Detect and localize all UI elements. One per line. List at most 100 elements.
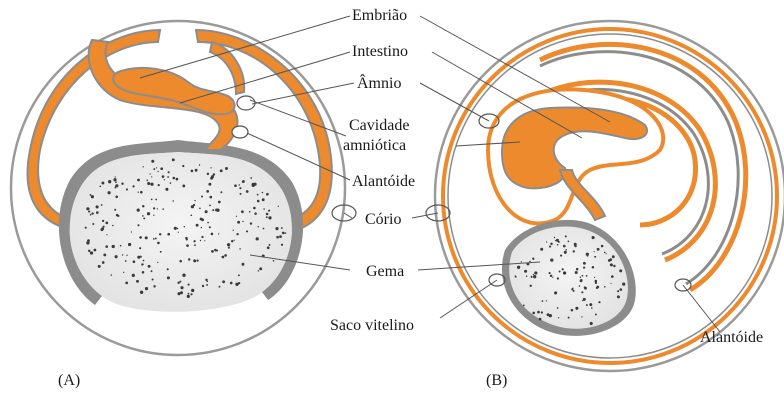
yolk-dot (523, 305, 525, 307)
yolk-dot (563, 271, 566, 274)
yolk-dot (194, 200, 195, 201)
yolk-dot (208, 183, 211, 186)
yolk-dot (201, 195, 203, 197)
yolk-dot (550, 243, 552, 245)
yolk-dot (123, 272, 124, 273)
yolk-dot (591, 307, 593, 309)
yolk-dot (178, 232, 179, 233)
yolk-dot (573, 250, 575, 252)
yolk-dot (153, 168, 155, 170)
label-intestino: Intestino (352, 44, 408, 60)
yolk-dot (150, 183, 153, 186)
panel-label-b: (B) (486, 372, 507, 390)
yolk-dot (273, 260, 275, 262)
yolk-dot (206, 284, 208, 286)
yolk-dot (155, 237, 157, 239)
yolk-dot (205, 279, 207, 281)
yolk-dot (143, 217, 145, 219)
yolk-dot (552, 277, 553, 278)
yolk-dot (138, 192, 139, 193)
allantois-a (232, 126, 248, 138)
label-alantoide-center: Alantóide (352, 174, 415, 190)
yolk-dot (557, 244, 559, 246)
yolk-dot (563, 245, 566, 248)
yolk-dot (598, 301, 600, 303)
yolk-dot (619, 269, 622, 272)
yolk-dot (151, 160, 154, 163)
yolk-dot (574, 245, 577, 248)
yolk-dot (550, 275, 552, 277)
yolk-dot (257, 194, 259, 196)
yolk-dot (594, 251, 595, 252)
yolk-dot (121, 183, 123, 185)
yolk-dot (137, 256, 140, 259)
yolk-dot (179, 281, 181, 283)
yolk-dot (190, 293, 192, 295)
diagram-a (11, 16, 356, 355)
yolk-dot (246, 230, 248, 232)
yolk-dot (120, 245, 122, 247)
yolk-dot (610, 263, 613, 266)
yolk-dot (91, 212, 93, 214)
yolk-dot (278, 206, 279, 207)
yolk-dot (590, 322, 593, 325)
panel-label-a: (A) (58, 372, 80, 390)
yolk-dot (554, 291, 557, 294)
yolk-dot (263, 228, 265, 230)
yolk-dot (215, 208, 217, 210)
yolk-dot (105, 222, 108, 225)
yolk-dot (96, 205, 99, 208)
yolk-dot (152, 278, 154, 280)
yolk-dot (156, 167, 157, 168)
yolk-dot (207, 222, 209, 224)
yolk-dot (88, 211, 90, 213)
yolk-dot (609, 258, 612, 261)
yolk-dot (268, 216, 271, 219)
yolk-dot (177, 282, 179, 284)
yolk-dot (182, 165, 184, 167)
yolk-dot (160, 251, 162, 253)
yolk-dot (589, 303, 592, 306)
yolk-dot (157, 208, 158, 209)
label-gema: Gema (366, 264, 404, 280)
yolk-dot (257, 226, 258, 227)
yolk-dot (517, 266, 520, 269)
yolk-dot (267, 246, 270, 249)
yolk-dot (285, 232, 287, 234)
yolk-dot (524, 270, 527, 273)
yolk-dot (237, 221, 240, 224)
yolk-dot (151, 270, 153, 272)
yolk-dot (179, 260, 182, 263)
yolk-dot (213, 173, 215, 175)
leader-corio-a (344, 213, 352, 218)
yolk-dot (541, 311, 543, 313)
yolk-dot (565, 235, 567, 237)
yolk-dot (115, 184, 118, 187)
yolk-dot (606, 253, 607, 254)
yolk-dot (86, 241, 89, 244)
yolk-dot (556, 239, 559, 242)
yolk-dot (581, 316, 582, 317)
yolk-dot (568, 241, 570, 243)
yolk-dot (176, 178, 179, 181)
yolk-dot (236, 233, 238, 235)
yolk-dot (112, 225, 114, 227)
yolk-dot (186, 244, 189, 247)
yolk-dot (564, 251, 567, 254)
yolk-dot (233, 230, 234, 231)
yolk-dot (262, 198, 265, 201)
yolk-dot (586, 253, 589, 256)
yolk-dot (266, 216, 268, 218)
yolk-dot (115, 196, 118, 199)
yolk-dot (539, 318, 542, 321)
yolk-dot (228, 247, 230, 249)
yolk-dot (275, 227, 278, 230)
yolk-dot (187, 295, 190, 298)
yolk-dot (90, 251, 93, 254)
yolk-dot (269, 244, 271, 246)
yolk-dot (282, 232, 285, 235)
yolk-dot (592, 236, 595, 239)
leader-corio-b (412, 213, 438, 218)
yolk-dot (188, 293, 190, 295)
yolk-dot (594, 277, 595, 278)
